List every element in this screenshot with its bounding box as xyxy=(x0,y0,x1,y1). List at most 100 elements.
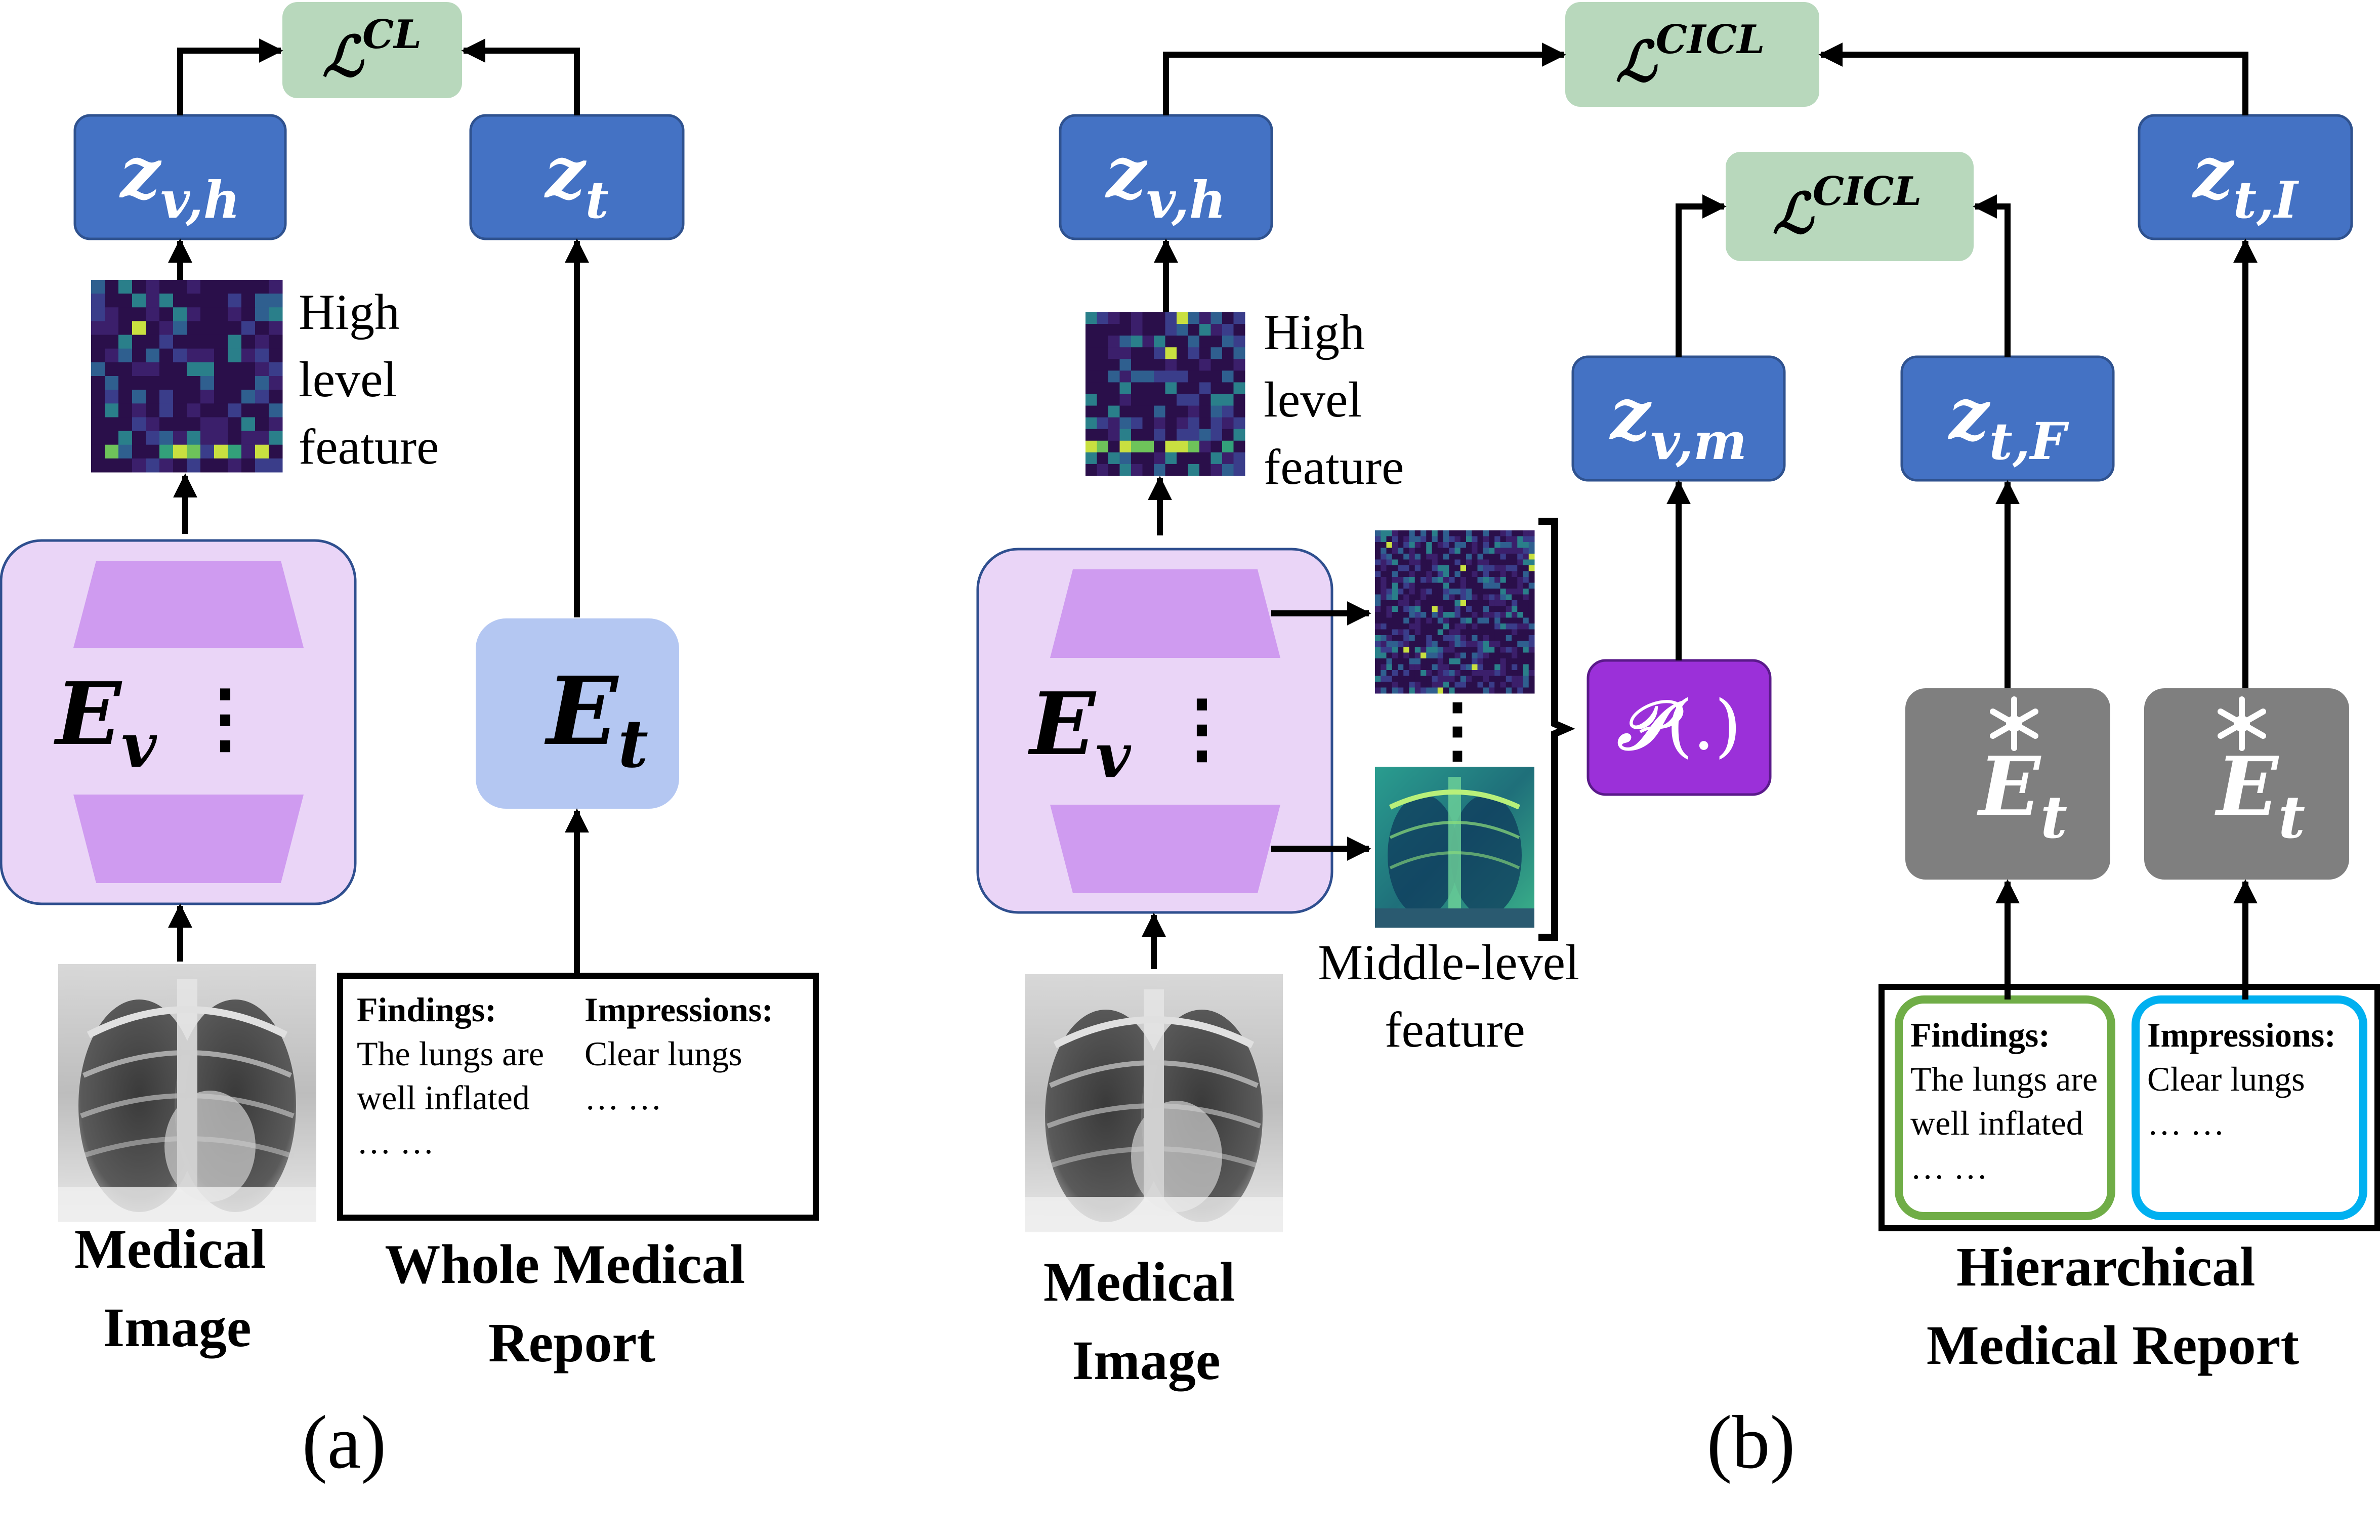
heatmap-cell xyxy=(1437,670,1444,676)
heatmap-cell xyxy=(228,321,242,336)
heatmap-cell xyxy=(1523,571,1529,577)
heatmap-cell xyxy=(1460,571,1467,577)
heatmap-cell xyxy=(1165,336,1177,348)
heatmap-cell xyxy=(132,431,146,445)
heatmap-cell xyxy=(1466,682,1472,688)
heatmap-cell xyxy=(1426,658,1432,664)
heatmap-cell xyxy=(1528,635,1535,641)
heatmap-cell xyxy=(1432,652,1438,659)
heatmap-cell xyxy=(1165,452,1177,465)
heatmap-cell xyxy=(1188,394,1200,406)
heatmap-cell xyxy=(1500,676,1507,682)
heatmap-cell xyxy=(1421,647,1427,653)
heatmap-cell xyxy=(1506,652,1512,659)
heatmap-cell xyxy=(1119,324,1132,336)
heatmap-cell xyxy=(1375,664,1381,671)
heatmap-cell xyxy=(1233,452,1245,465)
heatmap-cell xyxy=(1443,682,1449,688)
heatmap-cell xyxy=(1386,676,1393,682)
heatmap-cell xyxy=(1523,664,1529,671)
heatmap-cell xyxy=(91,431,105,445)
encoder-v-label-b: Ev xyxy=(1028,674,1132,792)
heatmap-cell xyxy=(1489,647,1495,653)
heatmap-cell xyxy=(1477,670,1484,676)
heatmap-cell xyxy=(1381,682,1387,688)
heatmap-cell xyxy=(1131,359,1143,371)
heatmap-cell xyxy=(1432,530,1438,536)
heatmap-cell xyxy=(1199,382,1211,394)
heatmap-cell xyxy=(1449,594,1455,601)
heatmap-cell xyxy=(1466,652,1472,659)
heatmap-cell xyxy=(1210,336,1223,348)
heatmap-cell xyxy=(1506,559,1512,566)
heatmap-cell xyxy=(1142,405,1154,418)
heatmap-cell xyxy=(1414,548,1421,554)
heatmap-cell xyxy=(146,294,160,308)
heatmap-cell xyxy=(1154,336,1165,348)
heatmap-cell xyxy=(1528,577,1535,583)
heatmap-cell xyxy=(1165,347,1177,359)
heatmap-cell xyxy=(1500,536,1507,543)
heatmap-cell xyxy=(1477,687,1484,694)
heatmap-cell xyxy=(1512,623,1518,630)
heatmap-cell xyxy=(1432,682,1438,688)
heatmap-cell xyxy=(1165,429,1177,441)
heatmap-cell xyxy=(1523,577,1529,583)
heatmap-cell xyxy=(1398,530,1404,536)
heatmap-cell xyxy=(1437,606,1444,612)
heatmap-cell xyxy=(1421,629,1427,636)
heatmap-cell xyxy=(1414,658,1421,664)
heatmap-cell xyxy=(1131,394,1143,406)
heatmap-cell xyxy=(1177,464,1188,476)
heatmap-cell xyxy=(1460,623,1467,630)
heatmap-cell xyxy=(269,362,283,377)
heatmap-cell xyxy=(269,431,283,445)
heatmap-cell xyxy=(1426,582,1432,589)
heatmap-cell xyxy=(1489,548,1495,554)
heatmap-cell xyxy=(1222,429,1234,441)
snowflake-icon xyxy=(1990,696,2038,751)
heatmap-cell xyxy=(1142,394,1154,406)
heatmap-cell xyxy=(1097,452,1109,465)
heatmap-cell xyxy=(1506,565,1512,571)
heatmap-cell xyxy=(1472,641,1478,647)
whole-report-box xyxy=(337,973,819,1221)
report-b-findings-title: Findings: xyxy=(1910,1016,2050,1054)
heatmap-cell xyxy=(1512,548,1518,554)
heatmap-cell xyxy=(1177,359,1188,371)
heatmap-cell xyxy=(1489,594,1495,601)
heatmap-cell xyxy=(1466,676,1472,682)
heatmap-cell xyxy=(1108,382,1120,394)
heatmap-cell xyxy=(1119,382,1132,394)
heatmap-cell xyxy=(1483,682,1489,688)
heatmap-cell xyxy=(91,417,105,432)
heatmap-cell xyxy=(1131,440,1143,453)
heatmap-cell xyxy=(1222,312,1234,324)
heatmap-cell xyxy=(105,294,119,308)
heatmap-cell xyxy=(1403,687,1409,694)
heatmap-cell xyxy=(1392,676,1398,682)
z-vh-label: zv,h xyxy=(119,132,240,230)
heatmap-cell xyxy=(146,362,160,377)
heatmap-cell xyxy=(1437,600,1444,606)
report-a-findings-title: Findings: xyxy=(357,990,496,1029)
heatmap-cell xyxy=(1386,629,1393,636)
heatmap-cell xyxy=(241,321,256,336)
heatmap-cell xyxy=(1483,623,1489,630)
heatmap-cell xyxy=(1375,594,1381,601)
heatmap-cell xyxy=(1443,641,1449,647)
heatmap-cell xyxy=(1426,571,1432,577)
heatmap-cell xyxy=(1460,548,1467,554)
heatmap-cell xyxy=(1403,617,1409,624)
heatmap-cell xyxy=(1426,641,1432,647)
heatmap-cell xyxy=(1199,429,1211,441)
heatmap-cell xyxy=(1421,554,1427,560)
heatmap-cell xyxy=(1477,571,1484,577)
heatmap-cell xyxy=(1483,594,1489,601)
heatmap-cell xyxy=(1199,312,1211,324)
heatmap-cell xyxy=(1392,664,1398,671)
heatmap-cell xyxy=(1414,687,1421,694)
heatmap-cell xyxy=(1472,629,1478,636)
heatmap-cell xyxy=(1506,676,1512,682)
heatmap-cell xyxy=(1512,559,1518,566)
